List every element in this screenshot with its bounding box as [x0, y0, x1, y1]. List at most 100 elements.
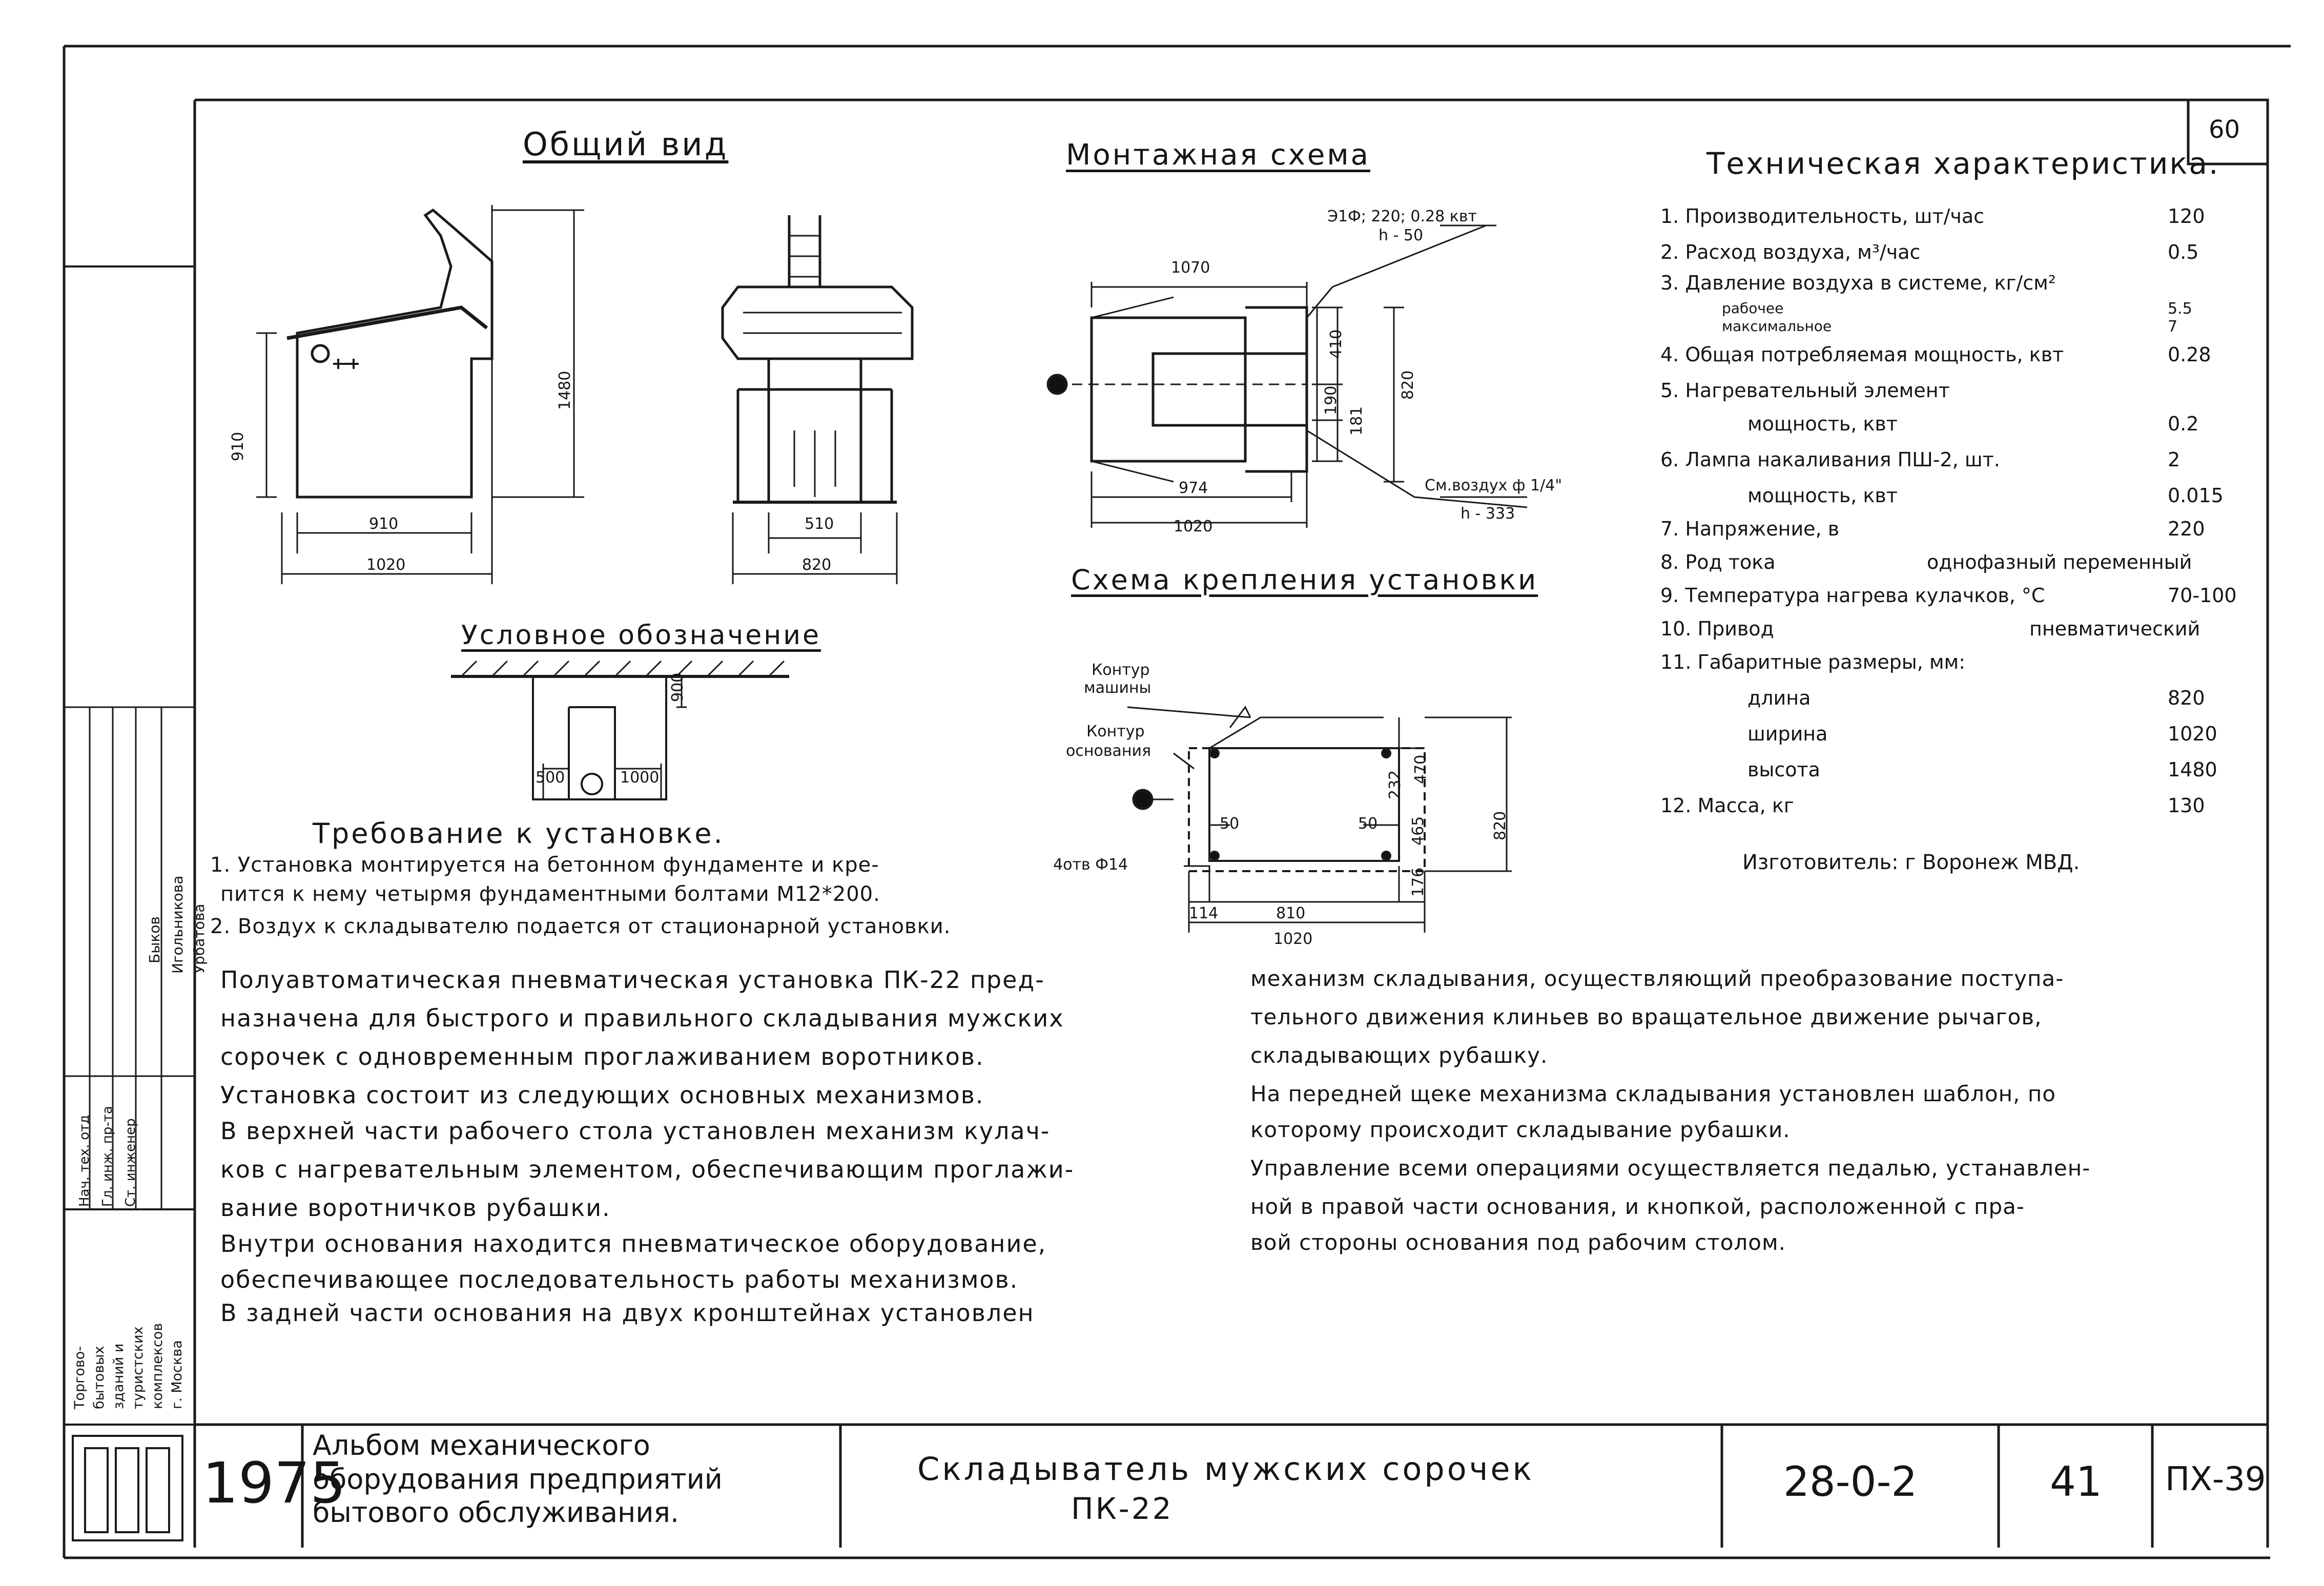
description-left-line: сорочек с одновременным проглаживанием в… — [220, 1043, 984, 1070]
org-line: туристских — [130, 1326, 146, 1409]
description-left-line: Установка состоит из следующих основных … — [220, 1081, 984, 1109]
mounting-scheme-title: Монтажная схема — [1066, 138, 1370, 172]
spec-label: рабочее — [1722, 300, 1784, 317]
spec-label: 5. Нагревательный элемент — [1660, 379, 1950, 402]
description-right-line: тельного движения клиньев во вращательно… — [1250, 1004, 2042, 1029]
frame-inner-right — [195, 98, 2269, 1548]
spec-value: 0.2 — [2168, 413, 2199, 435]
specs-title: Техническая характеристика. — [1706, 146, 2220, 181]
description-right-line: которому происходит складывание рубашки. — [1250, 1117, 1791, 1142]
spec-label: 3. Давление воздуха в системе, кг/см² — [1660, 272, 2056, 294]
dim-50-left: 50 — [1220, 815, 1240, 833]
dim-470: 470 — [1412, 754, 1430, 784]
spec-value: 7 — [2168, 318, 2178, 336]
dim-1480-vertical: 1480 — [556, 370, 574, 410]
stamp-role-1: Нач. тех. отд — [77, 1115, 92, 1207]
spec-label: 1. Производительность, шт/час — [1660, 205, 1985, 228]
spec-label: максимальное — [1722, 318, 1832, 335]
spec-value: 0.015 — [2168, 484, 2224, 507]
dim-1020-fix: 1020 — [1273, 930, 1313, 948]
requirement-line-2: пится к нему четырмя фундаментными болта… — [220, 882, 880, 906]
spec-value: 70-100 — [2168, 584, 2237, 607]
manufacturer: Изготовитель: г Воронеж МВД. — [1742, 851, 2080, 874]
description-right-line: ной в правой части основания, и кнопкой,… — [1250, 1194, 2025, 1219]
dim-465: 465 — [1409, 816, 1427, 846]
description-left-line: назначена для быстрого и правильного скл… — [220, 1004, 1064, 1032]
document-code: 28-0-2 — [1783, 1458, 1918, 1506]
spec-value: однофазный переменный — [1927, 551, 2192, 573]
org-line: зданий и — [111, 1343, 127, 1409]
general-view-side — [256, 205, 584, 584]
power-point-icon — [1046, 374, 1068, 395]
spec-label: 7. Напряжение, в — [1660, 518, 1840, 540]
album-line-3: бытового обслуживания. — [313, 1496, 680, 1529]
sheet-number-box — [2187, 100, 2268, 166]
dim-181: 181 — [1348, 406, 1366, 436]
description-right-line: механизм складывания, осуществляющий пре… — [1250, 966, 2064, 991]
description-left-line: обеспечивающее последовательность работы… — [220, 1266, 1019, 1293]
institute-logo-icon — [72, 1435, 183, 1541]
spec-label: 6. Лампа накаливания ПШ-2, шт. — [1660, 448, 2000, 471]
stamp-name-2: Игольникова — [169, 875, 186, 974]
spec-value: 1020 — [2168, 723, 2217, 745]
base-contour-2: основания — [1066, 742, 1151, 760]
spec-value: 2 — [2168, 448, 2181, 471]
spec-value: 0.5 — [2168, 241, 2199, 263]
dim-1000: 1000 — [620, 769, 660, 787]
general-view-front — [721, 215, 914, 584]
spec-value: 820 — [2168, 687, 2205, 709]
dim-510: 510 — [805, 515, 834, 533]
description-left-line: Внутри основания находится пневматическо… — [220, 1230, 1047, 1258]
spec-value: пневматический — [2029, 617, 2200, 640]
spec-value: 5.5 — [2168, 300, 2192, 318]
spec-label: мощность, квт — [1747, 413, 1898, 435]
spec-value: 220 — [2168, 518, 2205, 540]
machine-contour-1: Контур — [1092, 661, 1150, 679]
sheet-code: ПХ-39 — [2165, 1460, 2266, 1498]
product-model: ПК-22 — [1071, 1491, 1174, 1526]
spec-label: длина — [1747, 687, 1811, 709]
description-right-line: складывающих рубашку. — [1250, 1043, 1548, 1068]
dim-900: 900 — [669, 672, 687, 702]
spec-value: 1480 — [2168, 758, 2217, 781]
dim-410: 410 — [1327, 329, 1345, 359]
base-contour-1: Контур — [1086, 723, 1145, 740]
power-height: h - 50 — [1379, 226, 1424, 244]
power-point-icon-2 — [1132, 789, 1154, 810]
stamp-name-1: Быков — [146, 916, 163, 963]
dim-190: 190 — [1322, 385, 1340, 415]
dim-820-scheme: 820 — [1399, 370, 1417, 400]
album-line-2: оборудования предприятий — [313, 1463, 723, 1495]
spec-value: 120 — [2168, 205, 2205, 228]
mounting-scheme-plan — [1056, 224, 1528, 528]
dim-1070: 1070 — [1171, 259, 1210, 277]
spec-label: 9. Температура нагрева кулачков, °С — [1660, 584, 2045, 607]
dim-810: 810 — [1276, 904, 1306, 922]
description-right-line: На передней щеке механизма складывания у… — [1250, 1081, 2056, 1106]
dim-910-vertical: 910 — [229, 431, 247, 461]
description-left-line: Полуавтоматическая пневматическая устано… — [220, 966, 1045, 994]
requirements-title: Требование к установке. — [313, 817, 725, 850]
dim-1020-scheme: 1020 — [1174, 518, 1213, 535]
dim-232: 232 — [1386, 770, 1404, 799]
spec-label: высота — [1747, 758, 1820, 781]
power-label: Э1Ф; 220; 0.28 квт — [1327, 208, 1477, 225]
description-left-line: ков с нагревательным элементом, обеспечи… — [220, 1156, 1075, 1183]
dim-820-fix: 820 — [1491, 811, 1509, 840]
spec-value: 130 — [2168, 794, 2205, 817]
dim-974: 974 — [1179, 479, 1208, 497]
spec-label: 4. Общая потребляемая мощность, квт — [1660, 343, 2064, 366]
stamp-role-3: Ст. инженер — [123, 1118, 138, 1207]
dim-1020: 1020 — [366, 556, 406, 574]
dim-910: 910 — [369, 515, 399, 533]
description-left-line: вание воротничков рубашки. — [220, 1194, 611, 1222]
dim-820: 820 — [802, 556, 832, 574]
spec-label: 8. Род тока — [1660, 551, 1776, 573]
org-line: г. Москва — [169, 1340, 185, 1409]
sheet-number: 60 — [2209, 115, 2240, 144]
spec-label: 11. Габаритные размеры, мм: — [1660, 651, 1966, 673]
stamp-role-2: Гл. инж. пр-та — [100, 1106, 115, 1207]
requirement-line-3: 2. Воздух к складывателю подается от ста… — [210, 915, 951, 938]
product-name: Складыватель мужских сорочек — [917, 1450, 1534, 1488]
